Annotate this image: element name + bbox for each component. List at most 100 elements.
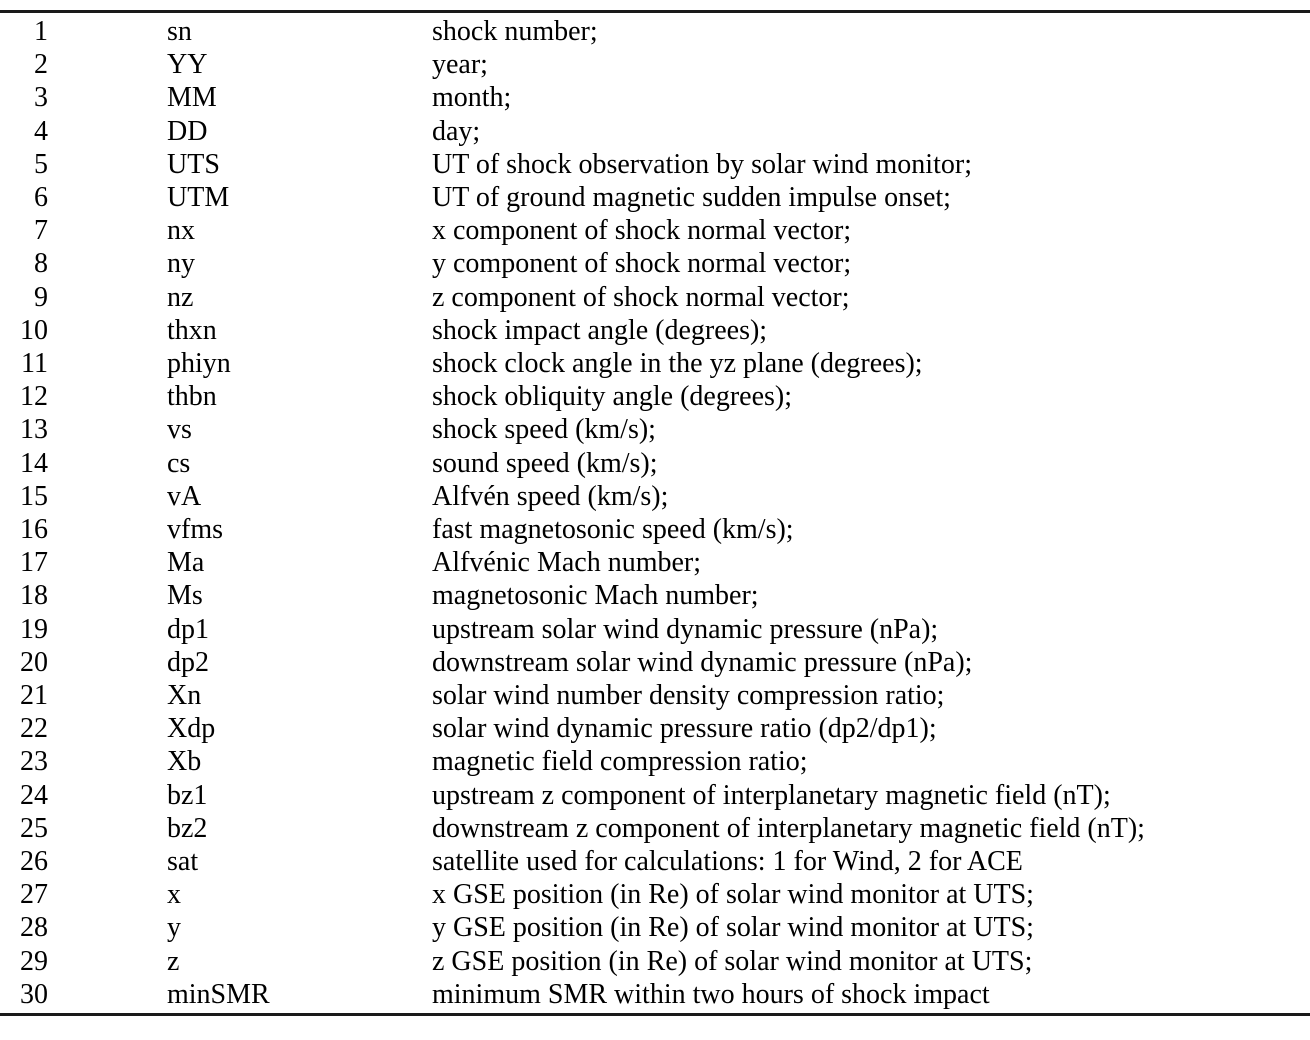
table-row: 14 cs sound speed (km/s); xyxy=(0,447,1310,480)
field-name: nx xyxy=(167,215,195,247)
field-description: downstream z component of interplanetary… xyxy=(432,812,1145,844)
field-description: x component of shock normal vector; xyxy=(432,215,852,247)
field-name: UTM xyxy=(167,182,230,214)
table-row: 19 dp1 upstream solar wind dynamic press… xyxy=(0,613,1310,646)
field-description: shock speed (km/s); xyxy=(432,414,656,446)
field-name: nz xyxy=(167,281,194,313)
row-number: 5 xyxy=(34,148,48,180)
table-row: 20 dp2 downstream solar wind dynamic pre… xyxy=(0,646,1310,679)
field-name: cs xyxy=(167,447,191,479)
row-number: 24 xyxy=(20,779,48,811)
table-row: 5 UTS UT of shock observation by solar w… xyxy=(0,148,1310,181)
field-name: bz1 xyxy=(167,779,208,811)
table-row: 17 Ma Alfvénic Mach number; xyxy=(0,546,1310,579)
row-number: 3 xyxy=(34,82,48,114)
field-name: dp1 xyxy=(167,613,209,645)
table-row: 30 minSMR minimum SMR within two hours o… xyxy=(0,978,1310,1011)
field-name: YY xyxy=(167,49,208,81)
field-name: dp2 xyxy=(167,646,209,678)
field-name: vfms xyxy=(167,514,223,546)
field-name: DD xyxy=(167,115,208,147)
row-number: 21 xyxy=(20,680,48,712)
table-row: 7 nx x component of shock normal vector; xyxy=(0,214,1310,247)
field-name: Xn xyxy=(167,680,202,712)
table-row: 25 bz2 downstream z component of interpl… xyxy=(0,812,1310,845)
table-row: 26 sat satellite used for calculations: … xyxy=(0,845,1310,878)
table-bottom-rule xyxy=(0,1013,1310,1017)
field-description: Alfvén speed (km/s); xyxy=(432,480,669,512)
row-number: 6 xyxy=(34,182,48,214)
field-name: sn xyxy=(167,16,192,47)
table-row: 4 DD day; xyxy=(0,115,1310,148)
field-name: Ma xyxy=(167,547,205,579)
row-number: 11 xyxy=(21,348,48,380)
field-name: vA xyxy=(167,480,202,512)
field-description: upstream solar wind dynamic pressure (nP… xyxy=(432,613,939,645)
field-name: Xb xyxy=(167,746,202,778)
row-number: 30 xyxy=(20,978,48,1010)
table-body: 1 sn shock number; 2 YY year; 3 MM month… xyxy=(0,13,1310,1013)
field-description: y GSE position (in Re) of solar wind mon… xyxy=(432,912,1034,944)
field-name: Ms xyxy=(167,580,203,612)
field-name: z xyxy=(167,945,180,977)
field-name: vs xyxy=(167,414,192,446)
field-description: solar wind dynamic pressure ratio (dp2/d… xyxy=(432,713,937,745)
field-description: UT of ground magnetic sudden impulse ons… xyxy=(432,182,951,214)
field-description: shock clock angle in the yz plane (degre… xyxy=(432,348,923,380)
field-name: UTS xyxy=(167,148,220,180)
row-number: 20 xyxy=(20,646,48,678)
table-row: 10 thxn shock impact angle (degrees); xyxy=(0,314,1310,347)
field-description: magnetic field compression ratio; xyxy=(432,746,808,778)
table-row: 9 nz z component of shock normal vector; xyxy=(0,281,1310,314)
field-description: minimum SMR within two hours of shock im… xyxy=(432,978,990,1010)
row-number: 2 xyxy=(34,49,48,81)
field-description: fast magnetosonic speed (km/s); xyxy=(432,514,794,546)
row-number: 7 xyxy=(34,215,48,247)
field-description: downstream solar wind dynamic pressure (… xyxy=(432,646,973,678)
table-row: 13 vs shock speed (km/s); xyxy=(0,413,1310,446)
field-description: z GSE position (in Re) of solar wind mon… xyxy=(432,945,1033,977)
row-number: 1 xyxy=(34,16,48,47)
field-name: thbn xyxy=(167,381,217,413)
field-description: upstream z component of interplanetary m… xyxy=(432,779,1111,811)
field-description: shock number; xyxy=(432,16,598,47)
field-description: month; xyxy=(432,82,512,114)
field-description: solar wind number density compression ra… xyxy=(432,680,945,712)
table-row: 15 vA Alfvén speed (km/s); xyxy=(0,480,1310,513)
field-description: shock obliquity angle (degrees); xyxy=(432,381,793,413)
table-row: 8 ny y component of shock normal vector; xyxy=(0,247,1310,280)
field-name: minSMR xyxy=(167,978,270,1010)
field-name: thxn xyxy=(167,314,217,346)
table-row: 3 MM month; xyxy=(0,81,1310,114)
table-row: 2 YY year; xyxy=(0,48,1310,81)
field-description: Alfvénic Mach number; xyxy=(432,547,702,579)
table-row: 29 z z GSE position (in Re) of solar win… xyxy=(0,945,1310,978)
row-number: 28 xyxy=(20,912,48,944)
field-description: y component of shock normal vector; xyxy=(432,248,852,280)
row-number: 9 xyxy=(34,281,48,313)
table-row: 6 UTM UT of ground magnetic sudden impul… xyxy=(0,181,1310,214)
table-row: 16 vfms fast magnetosonic speed (km/s); xyxy=(0,513,1310,546)
row-number: 25 xyxy=(20,812,48,844)
field-description: magnetosonic Mach number; xyxy=(432,580,759,612)
table-row: 27 x x GSE position (in Re) of solar win… xyxy=(0,878,1310,911)
field-name: Xdp xyxy=(167,713,216,745)
row-number: 18 xyxy=(20,580,48,612)
field-description: UT of shock observation by solar wind mo… xyxy=(432,148,972,180)
table-row: 1 sn shock number; xyxy=(0,15,1310,48)
field-description: year; xyxy=(432,49,488,81)
field-name: sat xyxy=(167,846,199,878)
table-row: 11 phiyn shock clock angle in the yz pla… xyxy=(0,347,1310,380)
field-description: x GSE position (in Re) of solar wind mon… xyxy=(432,879,1034,911)
table-row: 23 Xb magnetic field compression ratio; xyxy=(0,745,1310,778)
field-name: MM xyxy=(167,82,217,114)
row-number: 14 xyxy=(20,447,48,479)
field-name: bz2 xyxy=(167,812,208,844)
row-number: 16 xyxy=(20,514,48,546)
row-number: 26 xyxy=(20,846,48,878)
field-name: y xyxy=(167,912,181,944)
table-row: 22 Xdp solar wind dynamic pressure ratio… xyxy=(0,712,1310,745)
field-description: day; xyxy=(432,115,481,147)
row-number: 12 xyxy=(20,381,48,413)
